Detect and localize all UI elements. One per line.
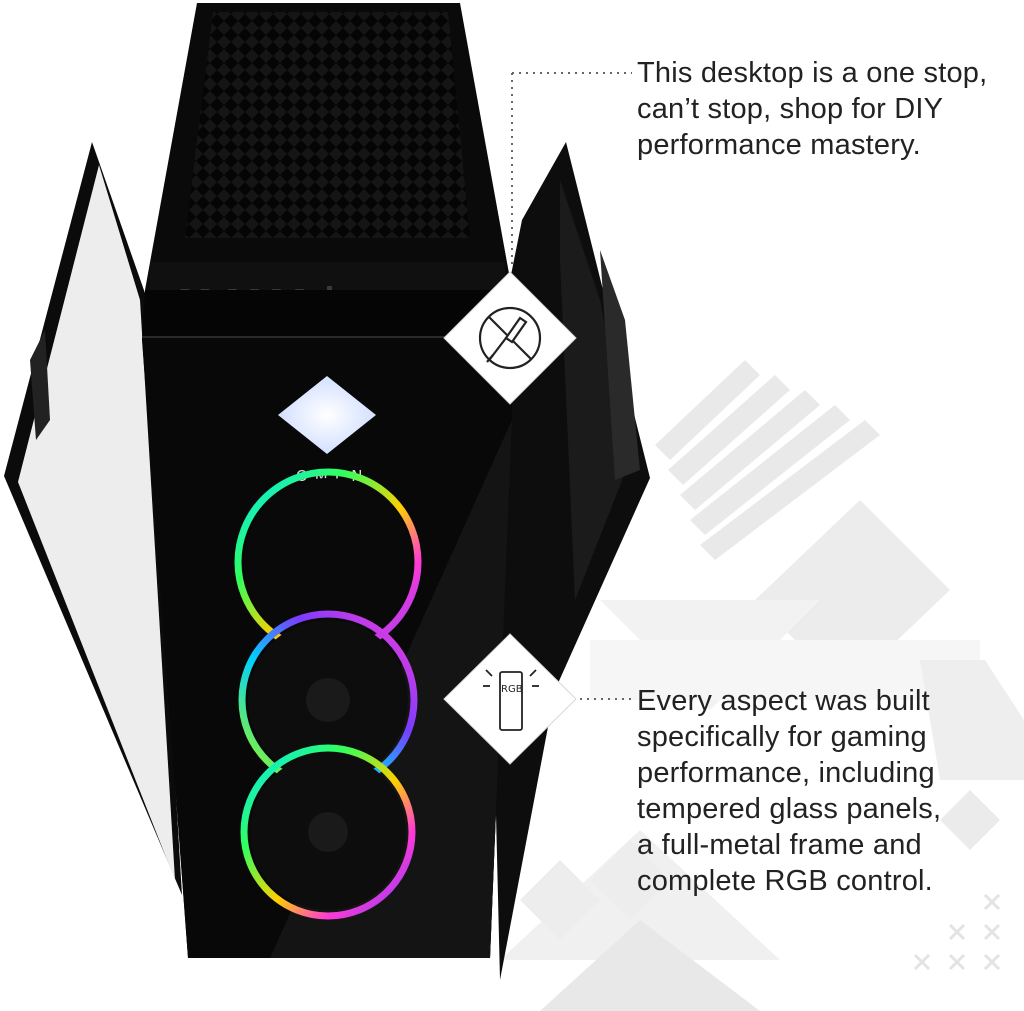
- case-top: [145, 3, 512, 302]
- callout-line: This desktop is a one stop,: [637, 57, 988, 89]
- callout-line: specifically for gaming: [637, 721, 927, 753]
- left-glass-panel: [4, 142, 182, 895]
- callout-line: can’t stop, shop for DIY: [637, 93, 944, 125]
- callout-leader-lines: [511, 72, 632, 700]
- callout-line: performance, including: [637, 757, 935, 789]
- callout-line: tempered glass panels,: [637, 793, 942, 825]
- screwdriver-icon: [478, 306, 542, 370]
- background-crosses: [913, 893, 1001, 971]
- rgb-fan-bottom: [240, 744, 416, 920]
- callout-rgb-text: Every aspect was built specifically for …: [637, 683, 941, 899]
- rgb-icon: [483, 669, 539, 731]
- omen-logo: [278, 376, 376, 454]
- callout-line: complete RGB control.: [637, 865, 933, 897]
- callout-diy-text: This desktop is a one stop, can’t stop, …: [637, 55, 987, 163]
- rgb-badge: RGB: [443, 633, 577, 765]
- screwdriver-badge: [443, 271, 577, 405]
- callout-line: Every aspect was built: [637, 685, 930, 717]
- callout-line: a full-metal frame and: [637, 829, 922, 861]
- background-pattern: [500, 360, 1024, 1011]
- callout-line: performance mastery.: [637, 129, 921, 161]
- rgb-icon-label: RGB: [501, 684, 523, 695]
